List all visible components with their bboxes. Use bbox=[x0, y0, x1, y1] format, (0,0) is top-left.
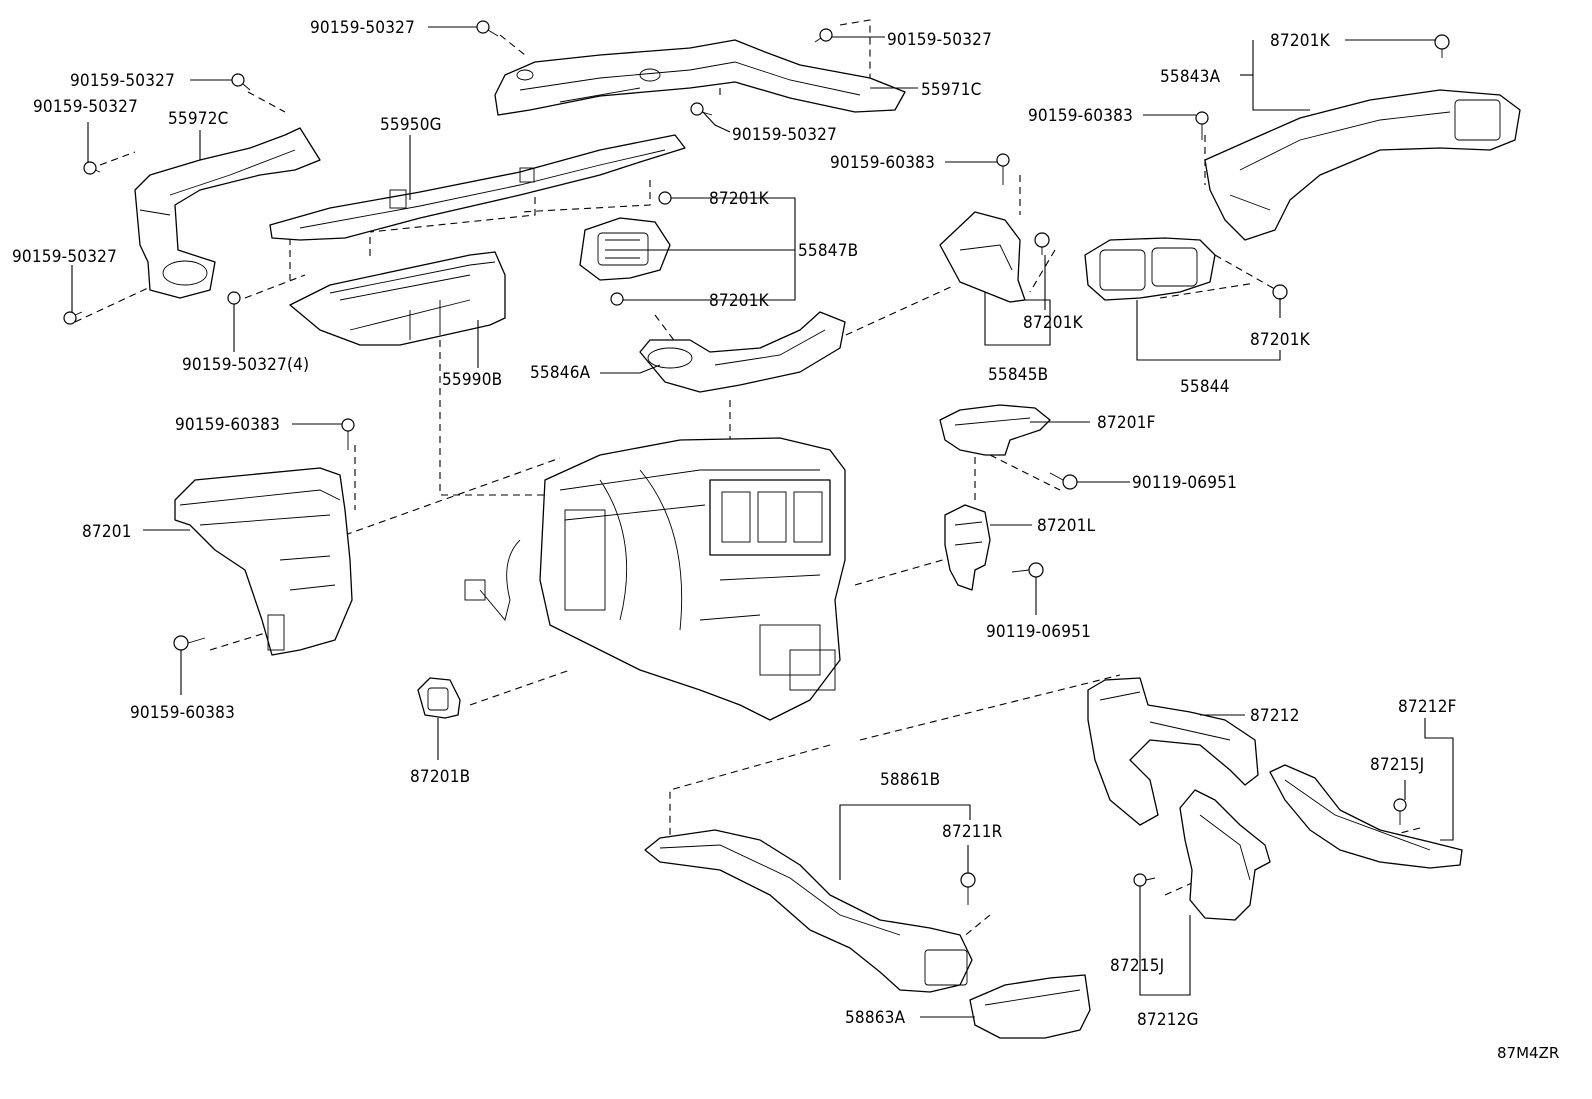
part-number-label: 87212G bbox=[1137, 1010, 1199, 1030]
part-number-label: 87201K bbox=[1023, 313, 1084, 333]
duct-55990b-part bbox=[289, 251, 506, 346]
screw-icon bbox=[341, 418, 355, 450]
part-number-label: 87212 bbox=[1250, 706, 1300, 726]
seal-87201b-part bbox=[417, 677, 461, 719]
duct-58861b-part bbox=[644, 829, 973, 993]
part-number-labels: 90159-50327 90159-50327 55971C 90159-503… bbox=[12, 18, 1457, 1030]
part-number-label: 55972C bbox=[168, 109, 229, 129]
screw-icon bbox=[814, 28, 833, 43]
duct-55846a-part bbox=[639, 311, 846, 393]
diagram-code: 87M4ZR bbox=[1497, 1044, 1559, 1062]
part-number-label: 87211R bbox=[942, 822, 1003, 842]
part-number-label: 87201K bbox=[709, 189, 770, 209]
screw-icon bbox=[227, 291, 241, 305]
bracket-87201f-part bbox=[939, 404, 1051, 456]
duct-58863a-part bbox=[969, 974, 1091, 1039]
part-number-label: 87201 bbox=[82, 522, 132, 542]
screw-icon bbox=[1393, 798, 1407, 825]
duct-55972c-part bbox=[134, 127, 321, 299]
rail-55950g-part bbox=[269, 134, 686, 241]
part-number-label: 90159-60383 bbox=[830, 153, 935, 173]
duct-55843a-part bbox=[1204, 89, 1521, 241]
screw-icon bbox=[1434, 34, 1450, 58]
part-number-label: 90159-60383 bbox=[130, 703, 235, 723]
part-number-label: 55846A bbox=[530, 363, 591, 383]
duct-87212-part bbox=[1087, 677, 1259, 826]
screw-icon bbox=[610, 292, 624, 306]
register-55847b-part bbox=[579, 217, 671, 281]
part-number-label: 55971C bbox=[921, 80, 982, 100]
screw-icon bbox=[173, 635, 206, 651]
part-number-label: 87201K bbox=[1270, 31, 1331, 51]
part-number-label: 90119-06951 bbox=[1132, 473, 1237, 493]
part-number-label: 55950G bbox=[380, 115, 442, 135]
screw-icon bbox=[1011, 562, 1044, 578]
vent-55844-part bbox=[1084, 237, 1216, 301]
part-number-label: 55843A bbox=[1160, 67, 1221, 87]
bracket-87201l-part bbox=[944, 504, 991, 591]
part-number-label: 58861B bbox=[880, 770, 940, 790]
part-number-label: 90159-50327 bbox=[887, 30, 992, 50]
part-number-label: 90159-50327 bbox=[12, 247, 117, 267]
screw-icon bbox=[231, 73, 251, 91]
duct-55971c-part bbox=[494, 39, 906, 116]
part-number-label: 90159-60383 bbox=[175, 415, 280, 435]
screw-icon bbox=[658, 191, 672, 205]
duct-87201-part bbox=[174, 467, 353, 656]
part-number-label: 90159-50327 bbox=[732, 125, 837, 145]
part-number-label: 90159-50327 bbox=[70, 71, 175, 91]
part-number-label: 55847B bbox=[798, 241, 858, 261]
duct-87212g-part bbox=[1179, 789, 1271, 921]
part-number-label: 55844 bbox=[1180, 377, 1230, 397]
part-number-label: 87201L bbox=[1037, 516, 1096, 536]
part-number-label: 90159-60383 bbox=[1028, 106, 1133, 126]
screw-icon bbox=[1133, 873, 1156, 887]
leader-lines bbox=[71, 26, 1454, 1018]
screw-icon bbox=[83, 161, 101, 175]
duct-55845b-part bbox=[939, 211, 1026, 303]
part-number-label: 58863A bbox=[845, 1008, 906, 1028]
assembly-guide-lines bbox=[74, 19, 1421, 961]
part-number-label: 87201K bbox=[709, 291, 770, 311]
part-number-label: 90159-50327 bbox=[310, 18, 415, 38]
screw-icon bbox=[1195, 111, 1209, 140]
screw-icon bbox=[996, 153, 1010, 185]
part-number-label: 90119-06951 bbox=[986, 622, 1091, 642]
part-number-label: 87215J bbox=[1370, 755, 1424, 775]
part-number-label: 90159-50327(4) bbox=[182, 355, 309, 375]
screw-icon bbox=[63, 311, 83, 325]
part-number-label: 55845B bbox=[988, 365, 1048, 385]
screw-icon bbox=[1049, 472, 1078, 490]
hvac-unit-main-part bbox=[464, 437, 846, 721]
screw-icon bbox=[1034, 232, 1050, 255]
part-number-label: 87215J bbox=[1110, 956, 1164, 976]
part-number-label: 87201B bbox=[410, 767, 470, 787]
screw-icon bbox=[476, 20, 499, 37]
part-number-label: 87201K bbox=[1250, 330, 1311, 350]
duct-87212f-part bbox=[1269, 764, 1463, 869]
screw-icon bbox=[960, 872, 976, 905]
part-number-label: 55990B bbox=[442, 370, 502, 390]
part-number-label: 87212F bbox=[1398, 697, 1457, 717]
screw-icon bbox=[1272, 284, 1288, 300]
screw-icon bbox=[690, 102, 713, 116]
part-number-label: 90159-50327 bbox=[33, 97, 138, 117]
part-number-label: 87201F bbox=[1097, 413, 1156, 433]
